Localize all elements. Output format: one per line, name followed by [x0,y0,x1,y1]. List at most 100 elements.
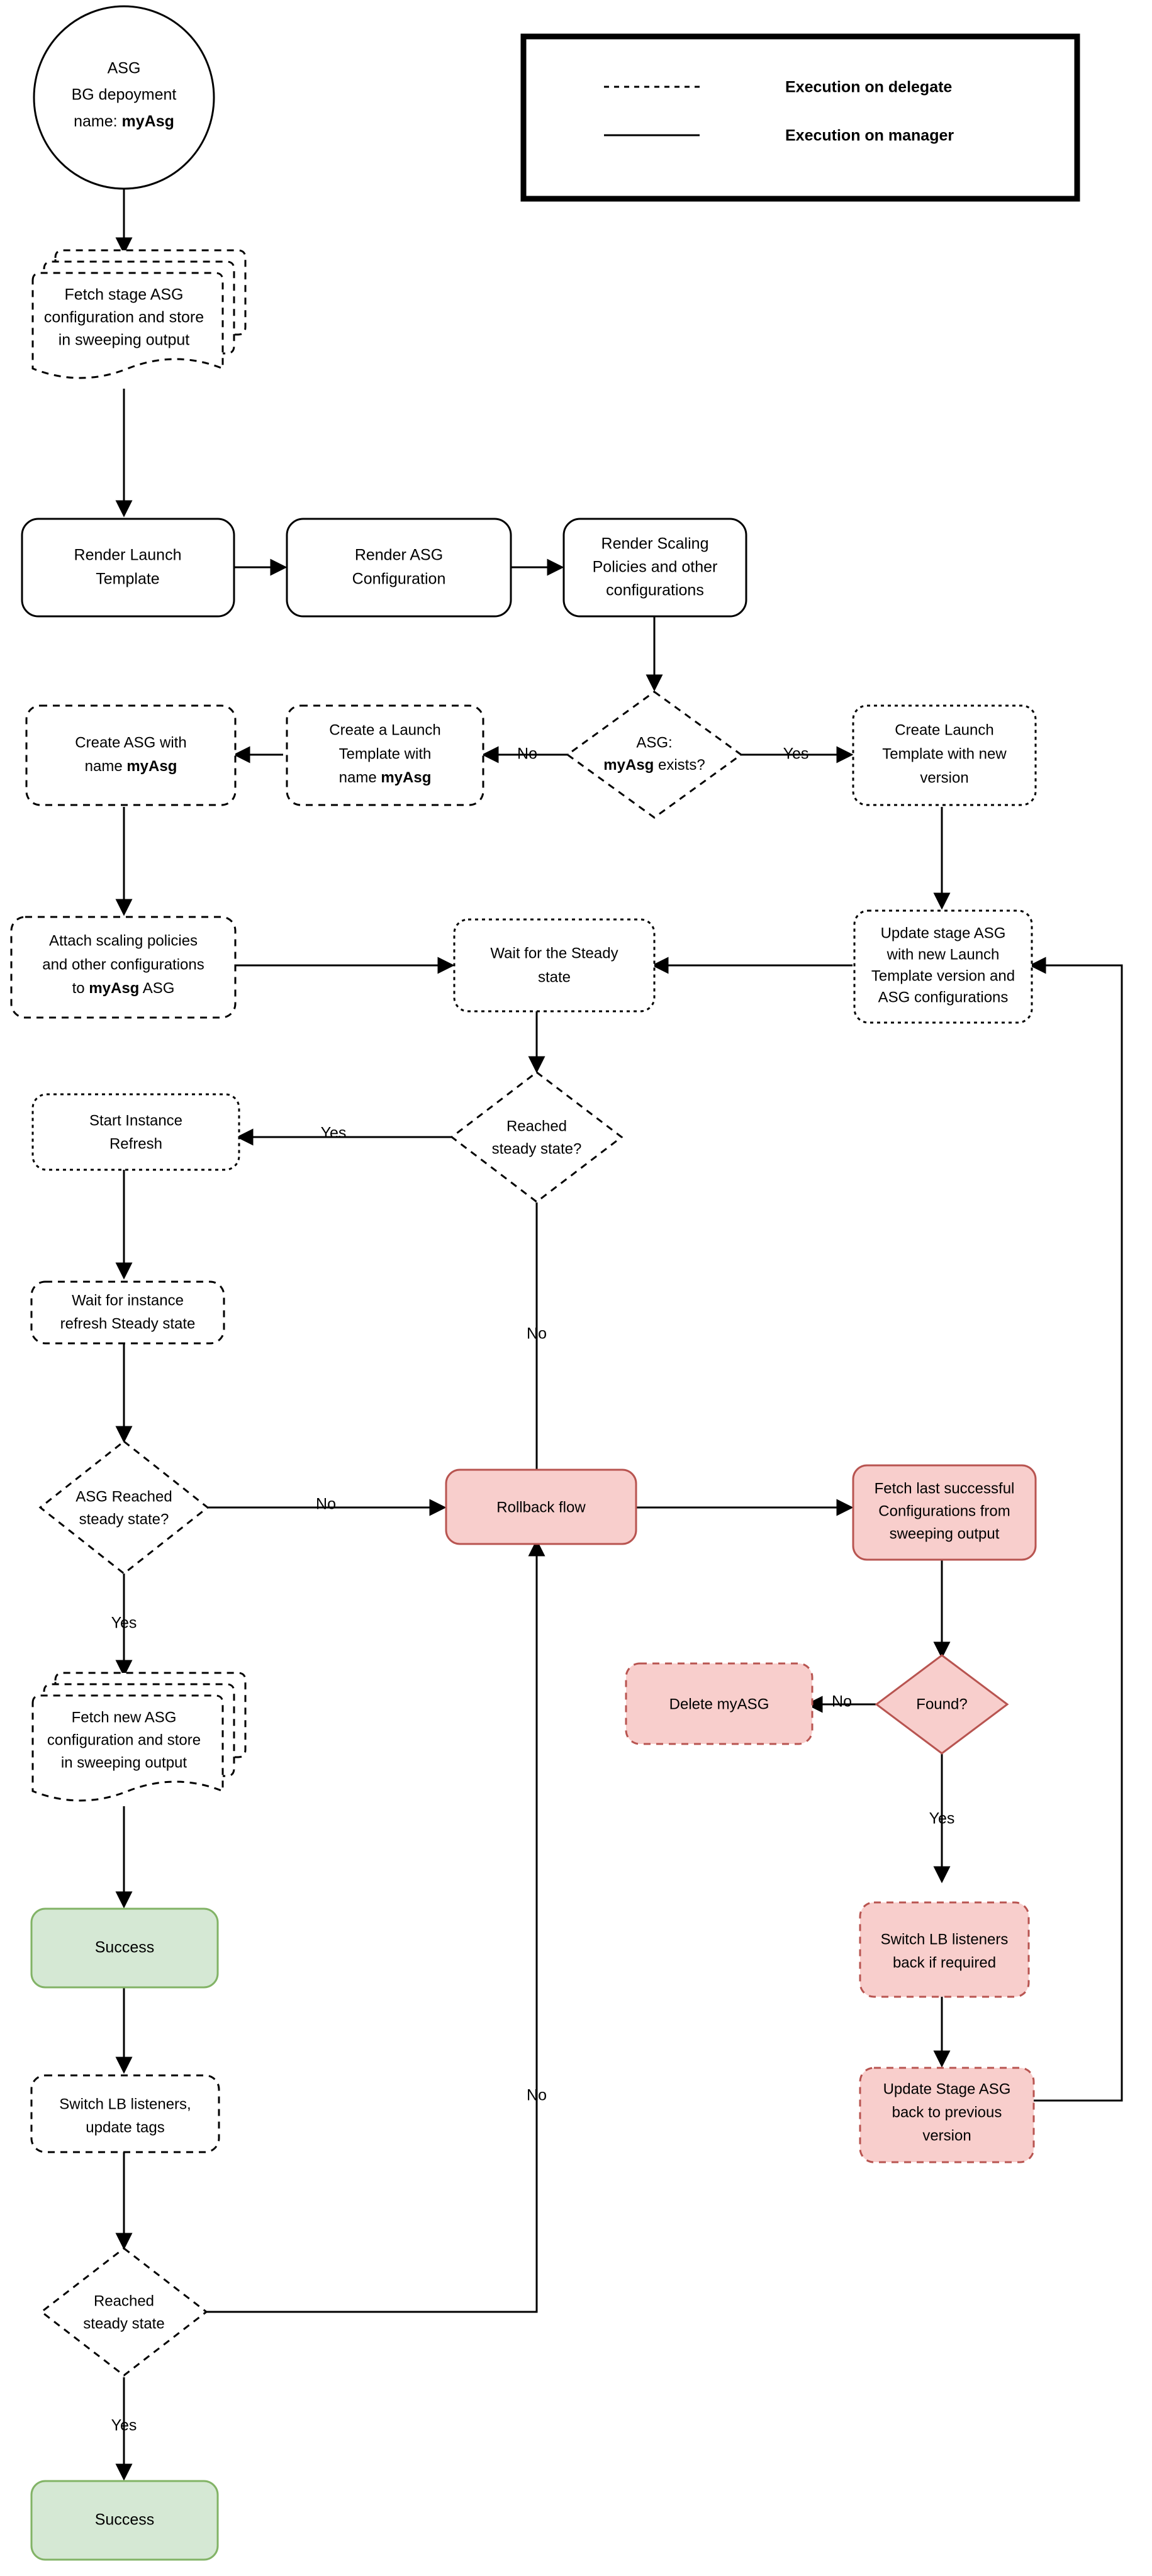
fetch-last-successful-shape [852,1464,1037,1561]
render-launch-template-line2: Template [96,570,159,588]
node-fetch-stage-asg[interactable]: Fetch stage ASG configuration and store … [31,249,247,379]
legend-box [520,33,1080,202]
wait-steady-shape [453,918,656,1013]
render-scaling-policies-shape [562,518,747,618]
create-asg-line1: Create ASG with [75,734,186,751]
reached-steady-diamond-shape [450,1071,624,1203]
create-lt-named-shape [286,704,484,806]
start-label-line1: ASG [108,60,141,77]
node-rollback-flow[interactable]: Rollback flow [445,1468,637,1545]
legend-delegate-label: Execution on delegate [785,79,952,96]
node-start-instance-refresh[interactable]: Start Instance Refresh [31,1093,240,1171]
fetch-last-successful-line2: Configurations from [878,1502,1010,1519]
switch-lb-back-line2: back if required [893,1954,996,1971]
node-success-final[interactable]: Success [30,2480,219,2561]
node-update-stage-asg-back[interactable]: Update Stage ASG back to previous versio… [859,2067,1035,2163]
node-start[interactable]: ASG BG depoyment name: myAsg [33,5,215,190]
create-lt-named-line1: Create a Launch [329,721,440,738]
reached-steady-final-diamond-shape [40,2247,208,2377]
update-stage-asg-back-shape [859,2067,1035,2163]
update-stage-asg-back-line1: Update Stage ASG [883,2080,1011,2097]
edge-label-yes-2: Yes [321,1124,347,1142]
create-lt-named-line3: name myAsg [339,769,432,786]
edge-label-yes-1: Yes [783,745,809,763]
success-mid-label: Success [95,1939,154,1957]
edge-label-yes-final: Yes [111,2417,137,2434]
update-stage-asg-line3: Template version and [871,967,1015,984]
rollback-flow-label: Rollback flow [496,1499,586,1516]
found-diamond-shape [875,1654,1009,1755]
node-reached-steady-state-decision[interactable]: Reached steady state? [450,1071,624,1203]
update-stage-asg-back-line2: back to previous [892,2104,1002,2121]
render-scaling-line2: Policies and other [593,558,718,576]
asg-reached-steady-line2: steady state? [79,1511,169,1528]
create-lt-new-version-line2: Template with new [882,745,1007,762]
node-asg-exists-decision[interactable]: ASG: myAsg exists? [566,691,743,819]
edge-update-stage-back-loop-to-update-stage-asg [1029,957,1123,2102]
fetch-last-successful-line1: Fetch last successful [875,1480,1015,1497]
update-stage-asg-back-line3: version [922,2127,971,2144]
edge-label-no-4: No [832,1693,852,1711]
node-success-mid[interactable]: Success [30,1907,219,1989]
render-asg-configuration-line2: Configuration [352,570,446,588]
node-fetch-new-asg[interactable]: Fetch new ASG configuration and store in… [31,1672,247,1802]
node-create-launch-template-named[interactable]: Create a Launch Template with name myAsg [286,704,484,806]
attach-scaling-line3: to myAsg ASG [72,980,175,997]
node-asg-reached-steady-decision[interactable]: ASG Reached steady state? [38,1440,210,1575]
create-lt-new-version-line1: Create Launch [895,721,993,738]
create-asg-shape [25,704,237,806]
node-reached-steady-state-final[interactable]: Reached steady state [40,2247,208,2377]
node-wait-for-steady-state[interactable]: Wait for the Steady state [453,918,656,1013]
node-create-asg[interactable]: Create ASG with name myAsg [25,704,237,806]
wait-instance-refresh-line1: Wait for instance [72,1292,184,1309]
delete-myasg-shape [625,1662,814,1745]
start-label-line2: BG depoyment [72,86,177,104]
render-asg-configuration-shape [286,518,512,618]
wait-instance-refresh-shape [30,1280,225,1345]
node-render-launch-template[interactable]: Render Launch Template [21,518,235,618]
start-instance-refresh-line1: Start Instance [89,1112,182,1129]
edge-label-no-1: No [517,745,537,763]
update-stage-asg-line1: Update stage ASG [881,924,1006,941]
node-found-decision[interactable]: Found? [875,1654,1009,1755]
switch-lb-back-line1: Switch LB listeners [881,1931,1009,1948]
start-label-line3: name: myAsg [74,113,174,130]
wait-steady-line1: Wait for the Steady [490,945,618,962]
render-scaling-line1: Render Scaling [601,535,709,553]
asg-exists-line2: myAsg exists? [603,757,705,774]
render-launch-template-line1: Render Launch [74,547,182,564]
node-render-scaling-policies[interactable]: Render Scaling Policies and other config… [562,518,747,618]
node-wait-instance-refresh[interactable]: Wait for instance refresh Steady state [30,1280,225,1345]
reached-steady-line2: steady state? [492,1140,582,1157]
asg-exists-line1: ASG: [636,734,672,751]
node-delete-myasg[interactable]: Delete myASG [625,1662,814,1745]
node-attach-scaling-policies[interactable]: Attach scaling policies and other config… [10,916,237,1019]
node-create-launch-template-new-version[interactable]: Create Launch Template with new version [852,704,1037,806]
fetch-new-asg-line2: configuration and store [47,1731,201,1748]
legend-manager-label: Execution on manager [785,127,954,145]
legend: Execution on delegate Execution on manag… [520,33,1080,202]
success-mid-shape [30,1907,219,1989]
fetch-new-asg-line1: Fetch new ASG [72,1709,177,1726]
update-stage-asg-line4: ASG configurations [878,989,1009,1006]
node-render-asg-configuration[interactable]: Render ASG Configuration [286,518,512,618]
create-lt-new-version-line3: version [920,769,968,786]
render-launch-template-shape [21,518,235,618]
attach-scaling-line2: and other configurations [42,956,204,973]
edge-label-yes-3: Yes [111,1614,137,1632]
update-stage-asg-line2: with new Launch [886,946,1000,963]
node-switch-lb-update-tags[interactable]: Switch LB listeners, update tags [30,2074,220,2153]
edge-reached-steady-final-no [206,1539,545,2313]
node-update-stage-asg[interactable]: Update stage ASG with new Launch Templat… [853,909,1033,1024]
fetch-stage-label-line3: in sweeping output [59,331,190,349]
node-fetch-last-successful[interactable]: Fetch last successful Configurations fro… [852,1464,1037,1561]
switch-lb-update-tags-line2: update tags [86,2119,164,2136]
node-switch-lb-listeners-back[interactable]: Switch LB listeners back if required [859,1901,1030,1998]
asg-exists-diamond-shape [566,691,743,819]
switch-lb-update-tags-shape [30,2074,220,2153]
edge-label-no-3: No [316,1496,336,1513]
switch-lb-back-shape [859,1901,1030,1998]
create-asg-line2: name myAsg [85,758,177,775]
